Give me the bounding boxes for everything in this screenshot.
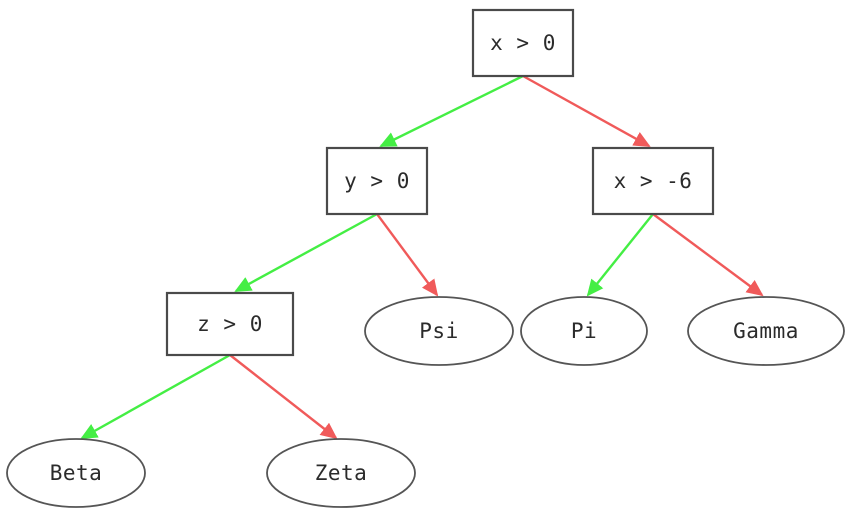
leaf-node-ellipse-gamma[interactable] [687,296,845,366]
decision-node-box-xm6[interactable] [591,146,715,216]
node-y0[interactable]: y > 0 [325,146,429,216]
node-gamma[interactable]: Gamma [687,296,845,366]
leaf-node-ellipse-pi[interactable] [520,296,648,366]
node-label-beta: Beta [50,461,103,485]
leaf-node-ellipse-zeta[interactable] [266,438,416,508]
leaf-node-ellipse-psi[interactable] [364,296,514,366]
node-xm6[interactable]: x > -6 [591,146,715,216]
node-z0[interactable]: z > 0 [165,291,295,357]
node-zeta[interactable]: Zeta [266,438,416,508]
node-root[interactable]: x > 0 [471,8,575,78]
decision-node-box-y0[interactable] [325,146,429,216]
leaf-node-ellipse-beta[interactable] [6,438,146,508]
node-label-z0: z > 0 [197,312,263,336]
edge-root-to-y0-true [379,74,524,148]
edge-layer [80,74,764,440]
node-psi[interactable]: Psi [364,296,514,366]
decision-node-box-root[interactable] [471,8,575,78]
node-label-root: x > 0 [490,31,556,55]
edge-y0-to-z0-true [234,212,378,293]
node-label-zeta: Zeta [315,461,368,485]
node-label-y0: y > 0 [344,169,410,193]
edge-xm6-to-gamma-false [652,213,764,297]
node-label-pi: Pi [571,319,597,343]
edge-y0-to-psi-false [376,213,439,297]
edge-xm6-to-pi-true [586,213,654,297]
edge-z0-to-beta-true [80,353,231,440]
node-label-xm6: x > -6 [614,169,693,193]
node-label-gamma: Gamma [733,319,799,343]
node-label-psi: Psi [419,319,458,343]
edge-z0-to-zeta-false [229,354,338,440]
edge-root-to-xm6-false [522,74,651,148]
node-beta[interactable]: Beta [6,438,146,508]
node-pi[interactable]: Pi [520,296,648,366]
decision-node-box-z0[interactable] [165,291,295,357]
